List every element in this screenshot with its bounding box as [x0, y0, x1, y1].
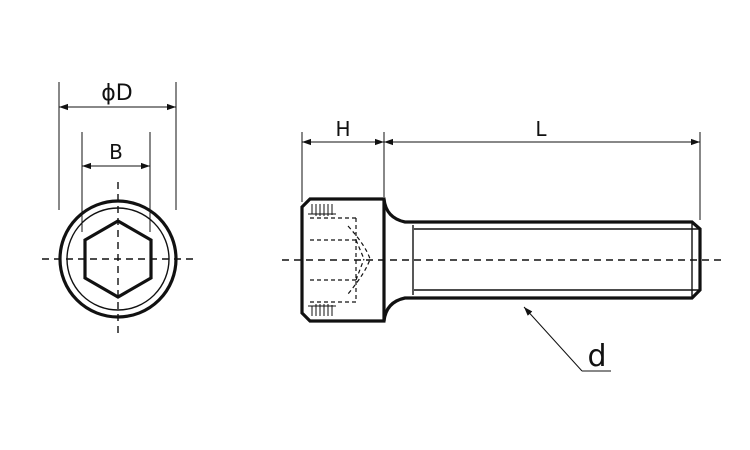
- diameter-label: ϕD: [101, 81, 132, 106]
- head-height-label: H: [335, 117, 350, 141]
- end-view: ϕD B: [42, 81, 194, 336]
- hidden-hex-socket: [310, 217, 371, 303]
- head-knurl-top: [308, 204, 336, 216]
- hex-size-label: B: [109, 140, 123, 164]
- head-knurl-bottom: [308, 304, 336, 316]
- side-view: H L d: [282, 117, 722, 374]
- thread-leader-line: [523, 306, 583, 372]
- thread-diameter-label: d: [587, 339, 606, 374]
- length-label: L: [535, 117, 547, 141]
